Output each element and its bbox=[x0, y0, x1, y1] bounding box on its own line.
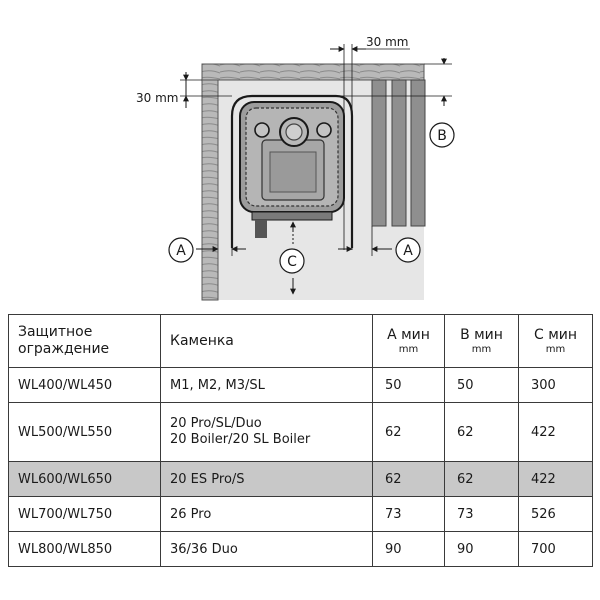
cell-guard: WL400/WL450 bbox=[8, 367, 161, 403]
cell-c: 526 bbox=[518, 496, 593, 532]
cell-a: 50 bbox=[372, 367, 445, 403]
cell-heater: 36/36 Duo bbox=[160, 531, 373, 567]
cell-heater: M1, M2, M3/SL bbox=[160, 367, 373, 403]
table-row: WL800/WL850 36/36 Duo 90 90 700 bbox=[8, 531, 593, 567]
dim-top-label: 30 mm bbox=[136, 91, 178, 105]
cell-b: 73 bbox=[444, 496, 519, 532]
safety-rail bbox=[230, 94, 354, 248]
heater-cable bbox=[255, 220, 267, 238]
cell-a: 90 bbox=[372, 531, 445, 567]
heater-knob bbox=[254, 122, 270, 138]
cell-a: 62 bbox=[372, 461, 445, 497]
table-row-highlighted: WL600/WL650 20 ES Pro/S 62 62 422 bbox=[8, 461, 593, 497]
cell-guard: WL500/WL550 bbox=[8, 402, 161, 462]
label-a-left: A bbox=[176, 243, 186, 259]
cell-a: 62 bbox=[372, 402, 445, 462]
clearance-diagram: 30 mm 30 mm B A A C bbox=[136, 35, 455, 301]
bench-slat bbox=[371, 79, 387, 227]
top-wall bbox=[201, 63, 425, 81]
cell-heater: 26 Pro bbox=[160, 496, 373, 532]
cell-guard: WL700/WL750 bbox=[8, 496, 161, 532]
dim-side-label: 30 mm bbox=[366, 35, 408, 49]
table-row: WL700/WL750 26 Pro 73 73 526 bbox=[8, 496, 593, 532]
table-row: WL400/WL450 M1, M2, M3/SL 50 50 300 bbox=[8, 367, 593, 403]
cell-c: 700 bbox=[518, 531, 593, 567]
cell-c: 422 bbox=[518, 461, 593, 497]
cell-a: 73 bbox=[372, 496, 445, 532]
heater-knob bbox=[316, 122, 332, 138]
heater bbox=[239, 101, 345, 238]
cell-heater: 20 Pro/SL/Duo 20 Boiler/20 SL Boiler bbox=[160, 402, 373, 462]
header-heater: Каменка bbox=[160, 314, 373, 368]
cell-b: 50 bbox=[444, 367, 519, 403]
bench-slat bbox=[410, 79, 426, 227]
cell-b: 62 bbox=[444, 461, 519, 497]
cell-c: 422 bbox=[518, 402, 593, 462]
bench-slat bbox=[391, 79, 407, 227]
left-wall bbox=[201, 63, 219, 301]
table-row: WL500/WL550 20 Pro/SL/Duo 20 Boiler/20 S… bbox=[8, 402, 593, 462]
cell-guard: WL600/WL650 bbox=[8, 461, 161, 497]
cell-c: 300 bbox=[518, 367, 593, 403]
cell-b: 62 bbox=[444, 402, 519, 462]
label-b: B bbox=[437, 128, 447, 144]
header-guard: Защитное ограждение bbox=[8, 314, 161, 368]
label-c: C bbox=[287, 254, 297, 270]
cell-heater: 20 ES Pro/S bbox=[160, 461, 373, 497]
cell-guard: WL800/WL850 bbox=[8, 531, 161, 567]
cell-b: 90 bbox=[444, 531, 519, 567]
label-a-right: A bbox=[403, 243, 413, 259]
